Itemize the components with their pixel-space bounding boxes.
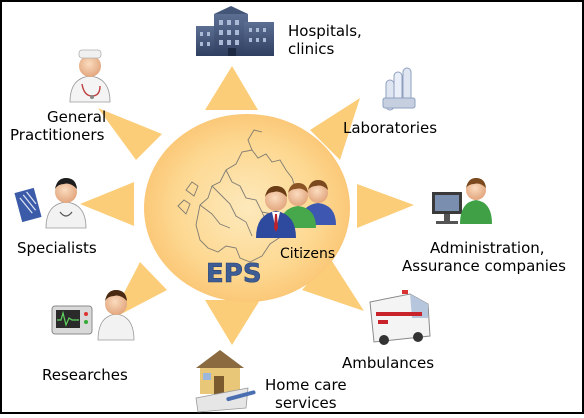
administration-label: Administration, xyxy=(430,239,545,257)
sun-disc xyxy=(144,114,350,302)
ray-top-left xyxy=(98,108,162,160)
specialist-icon xyxy=(14,178,87,229)
clinics-label: clinics xyxy=(288,40,335,58)
home-care-label: Home care xyxy=(265,376,347,394)
test-tubes-icon xyxy=(382,67,416,111)
sun-rays xyxy=(80,66,414,345)
ray-left xyxy=(80,182,134,226)
laboratories-label: Laboratories xyxy=(343,119,437,137)
ambulance-icon xyxy=(369,290,431,345)
hospitals-label: Hospitals, xyxy=(288,22,362,40)
general-label: General xyxy=(47,108,106,126)
eps-logo-text: EPS xyxy=(206,259,262,289)
citizens-group-icon xyxy=(256,180,336,238)
services-label: services xyxy=(275,394,337,412)
ray-bottom-right xyxy=(302,258,364,311)
ray-top-right xyxy=(310,98,360,160)
hospital-building-icon xyxy=(196,6,274,56)
ray-top xyxy=(205,66,258,110)
home-care-icon xyxy=(195,350,256,413)
computer-user-icon xyxy=(432,178,492,224)
ray-bottom xyxy=(205,300,260,345)
assurance-companies-label: Assurance companies xyxy=(402,257,566,275)
doctor-icon xyxy=(69,49,111,103)
researches-label: Researches xyxy=(42,366,128,384)
ray-right xyxy=(357,184,414,228)
citizens-label: Citizens xyxy=(280,246,335,262)
practitioners-label: Practitioners xyxy=(10,126,105,144)
specialists-label: Specialists xyxy=(17,239,97,257)
ambulances-label: Ambulances xyxy=(342,354,434,372)
researcher-icon xyxy=(51,290,135,341)
